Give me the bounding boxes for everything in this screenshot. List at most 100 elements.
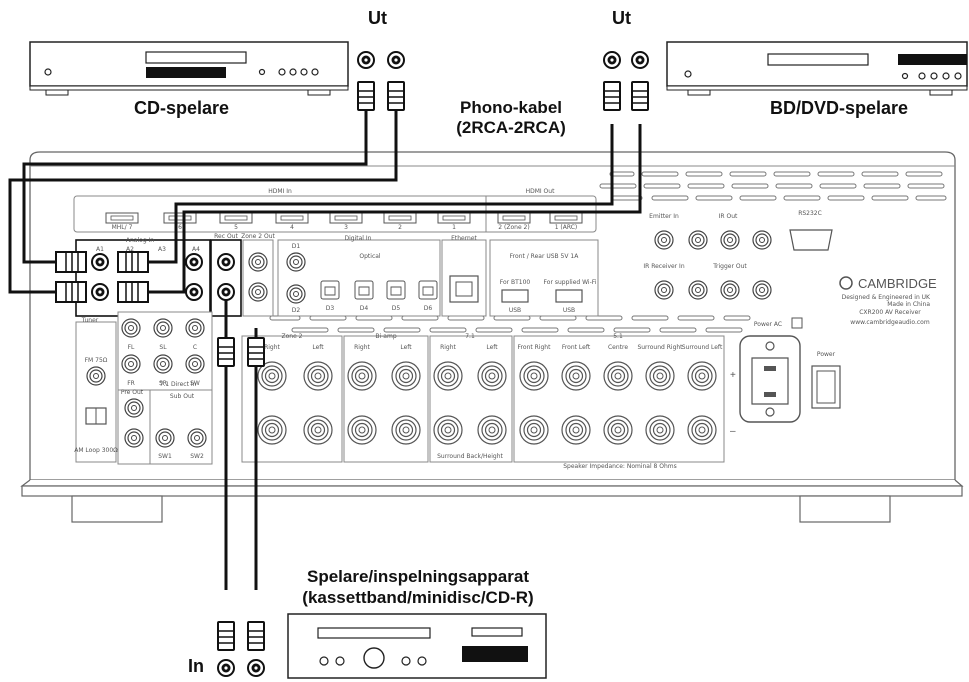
hdmi-port-label: 1 — [452, 224, 456, 231]
hdmi-port-label: 6 — [178, 224, 182, 231]
ir-out-jack[interactable] — [752, 230, 772, 250]
tuner-label: Tuner — [81, 317, 99, 324]
pre-out-jack[interactable] — [124, 428, 144, 448]
optical-port[interactable] — [418, 280, 438, 300]
speaker-terminal[interactable] — [347, 361, 377, 391]
speaker-terminal[interactable] — [303, 361, 333, 391]
speaker-terminal[interactable] — [687, 415, 717, 445]
hdmi-in-port[interactable] — [329, 212, 363, 224]
recorder-line1: Spelare/inspelningsapparat — [306, 567, 529, 586]
sub-out-jack[interactable] — [155, 428, 175, 448]
speaker-terminal[interactable] — [603, 361, 633, 391]
speaker-terminal[interactable] — [645, 415, 675, 445]
speaker-terminal[interactable] — [477, 415, 507, 445]
pre-out-jack[interactable] — [124, 398, 144, 418]
speaker-terminal-panel: Zone 2 Bi-amp 7.1 5.1 Right Left Right L… — [241, 333, 736, 470]
channel-label: Centre — [608, 344, 628, 351]
hdmi-in-port[interactable] — [437, 212, 471, 224]
ethernet-port[interactable] — [449, 275, 479, 303]
hdmi-in-port[interactable] — [219, 212, 253, 224]
sub-out-jack[interactable] — [187, 428, 207, 448]
speaker-terminal[interactable] — [347, 415, 377, 445]
speaker-terminal[interactable] — [477, 361, 507, 391]
direct-in-port-label: FL — [128, 344, 135, 351]
speaker-terminal[interactable] — [433, 415, 463, 445]
rec-out-jack[interactable] — [217, 253, 235, 271]
am-antenna-terminal[interactable] — [85, 407, 107, 425]
speaker-terminal[interactable] — [433, 361, 463, 391]
optical-port[interactable] — [354, 280, 374, 300]
analog-port-label: A1 — [96, 246, 104, 253]
trigger-out-jack[interactable] — [688, 280, 708, 300]
analog-jack[interactable] — [185, 253, 203, 271]
output-label-left: Ut — [368, 8, 387, 28]
hdmi-in-port[interactable] — [163, 212, 197, 224]
hdmi-port-label: 5 — [234, 224, 238, 231]
optical-port-label: D3 — [326, 305, 335, 312]
speaker-terminal[interactable] — [519, 415, 549, 445]
analog-jack[interactable] — [91, 283, 109, 301]
direct-in-jack[interactable] — [185, 318, 205, 338]
bd-dvd-player — [666, 41, 968, 96]
speaker-terminal[interactable] — [303, 415, 333, 445]
hdmi-out-port[interactable] — [549, 212, 583, 224]
coax-jack[interactable] — [286, 284, 306, 304]
usb-port[interactable] — [501, 289, 529, 303]
analog-in-label: Analog In — [126, 237, 154, 244]
speaker-terminal[interactable] — [687, 361, 717, 391]
direct-in-jack[interactable] — [121, 354, 141, 374]
zone2-out-jack[interactable] — [248, 252, 268, 272]
direct-in-port-label: SL — [159, 344, 167, 351]
rec-out-label: Rec Out — [214, 233, 238, 240]
model-text: CXR200 AV Receiver — [859, 309, 921, 316]
speaker-terminal[interactable] — [391, 361, 421, 391]
speaker-terminal[interactable] — [561, 361, 591, 391]
usb-label: USB — [563, 307, 575, 314]
analog-jack[interactable] — [91, 253, 109, 271]
recorder-label: Spelare/inspelningsapparat (kassettband/… — [286, 566, 550, 608]
ir-out-label: IR Out — [719, 213, 738, 220]
coax-jack[interactable] — [286, 252, 306, 272]
ir-receiver-jack[interactable] — [654, 280, 674, 300]
hdmi-in-port[interactable] — [105, 212, 139, 224]
impedance-label: Speaker Impedance: Nominal 8 Ohms — [563, 463, 677, 470]
trigger-out-jack[interactable] — [752, 280, 772, 300]
trigger-out-jack[interactable] — [720, 280, 740, 300]
direct-in-jack[interactable] — [185, 354, 205, 374]
channel-label: Front Right — [518, 344, 552, 351]
channel-label: Left — [312, 344, 324, 351]
rec-out-jack[interactable] — [217, 283, 235, 301]
speaker-terminal[interactable] — [561, 415, 591, 445]
phono-cable-line2: (2RCA-2RCA) — [456, 118, 566, 137]
speaker-terminal[interactable] — [257, 415, 287, 445]
speaker-terminal[interactable] — [391, 415, 421, 445]
speaker-terminal[interactable] — [603, 415, 633, 445]
analog-jack[interactable] — [185, 283, 203, 301]
power-inlet[interactable] — [739, 335, 801, 423]
channel-label: Right — [440, 344, 456, 351]
hdmi-in-port[interactable] — [383, 212, 417, 224]
speaker-terminal[interactable] — [645, 361, 675, 391]
direct-in-jack[interactable] — [153, 354, 173, 374]
recorder-input-jack — [217, 659, 235, 677]
zone2-out-jack[interactable] — [248, 282, 268, 302]
emitter-in-jack[interactable] — [654, 230, 674, 250]
rs232c-port[interactable] — [789, 229, 833, 251]
rca-plug — [247, 337, 265, 367]
optical-port[interactable] — [320, 280, 340, 300]
usb-port[interactable] — [555, 289, 583, 303]
direct-in-jack[interactable] — [121, 318, 141, 338]
power-switch[interactable] — [811, 365, 841, 409]
hdmi-out-port[interactable] — [497, 212, 531, 224]
ir-out-jack[interactable] — [688, 230, 708, 250]
ir-out-jack[interactable] — [720, 230, 740, 250]
rca-plug — [357, 81, 375, 111]
direct-in-jack[interactable] — [153, 318, 173, 338]
output-label-right: Ut — [612, 8, 631, 28]
hdmi-in-port[interactable] — [275, 212, 309, 224]
optical-port[interactable] — [386, 280, 406, 300]
speaker-terminal[interactable] — [519, 361, 549, 391]
usb-label: USB — [509, 307, 521, 314]
fm-antenna-jack[interactable] — [86, 366, 106, 386]
